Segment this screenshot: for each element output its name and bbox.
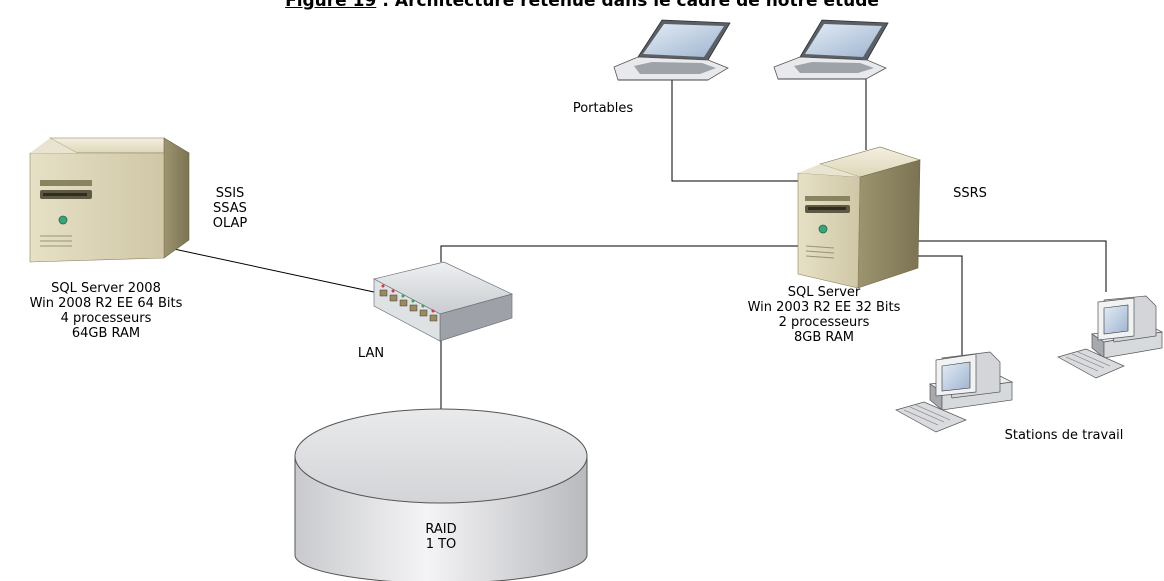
link-server-workstation2 (916, 240, 1107, 292)
service-ssas: SSAS (213, 201, 247, 216)
storage-label: RAID 1 TO (425, 522, 457, 552)
service-ssis: SSIS (215, 186, 245, 201)
workstation-icon-2 (1057, 295, 1164, 379)
link-laptop1-right-server (671, 68, 808, 182)
figure-caption: : Architecture retenue dans le cadre de … (376, 0, 879, 11)
laptops-label: Portables (572, 101, 634, 116)
figure-number: Figure 19 (285, 0, 377, 11)
right-server-specs: SQL Server Win 2003 R2 EE 32 Bits 2 proc… (747, 285, 901, 345)
connection-lines (159, 66, 1107, 410)
left-services-label: SSIS SSAS OLAP (200, 186, 260, 231)
link-left-server-lan (159, 245, 375, 293)
left-server-specs: SQL Server 2008 Win 2008 R2 EE 64 Bits 4… (29, 281, 183, 341)
right-service-label: SSRS (953, 186, 987, 201)
storage-cylinder (294, 408, 588, 581)
server-tower-left (29, 137, 191, 263)
laptop-icon-2 (773, 19, 889, 80)
lan-label: LAN (357, 346, 385, 361)
laptop-icon-1 (613, 19, 731, 81)
network-switch (373, 261, 514, 342)
link-lan-right-server (440, 245, 808, 262)
workstation-icon-1 (895, 351, 1014, 433)
server-tower-right (797, 146, 922, 289)
workstations-label: Stations de travail (1004, 428, 1124, 443)
service-olap: OLAP (212, 216, 248, 231)
figure-title: Figure 19 : Architecture retenue dans le… (182, 0, 982, 11)
